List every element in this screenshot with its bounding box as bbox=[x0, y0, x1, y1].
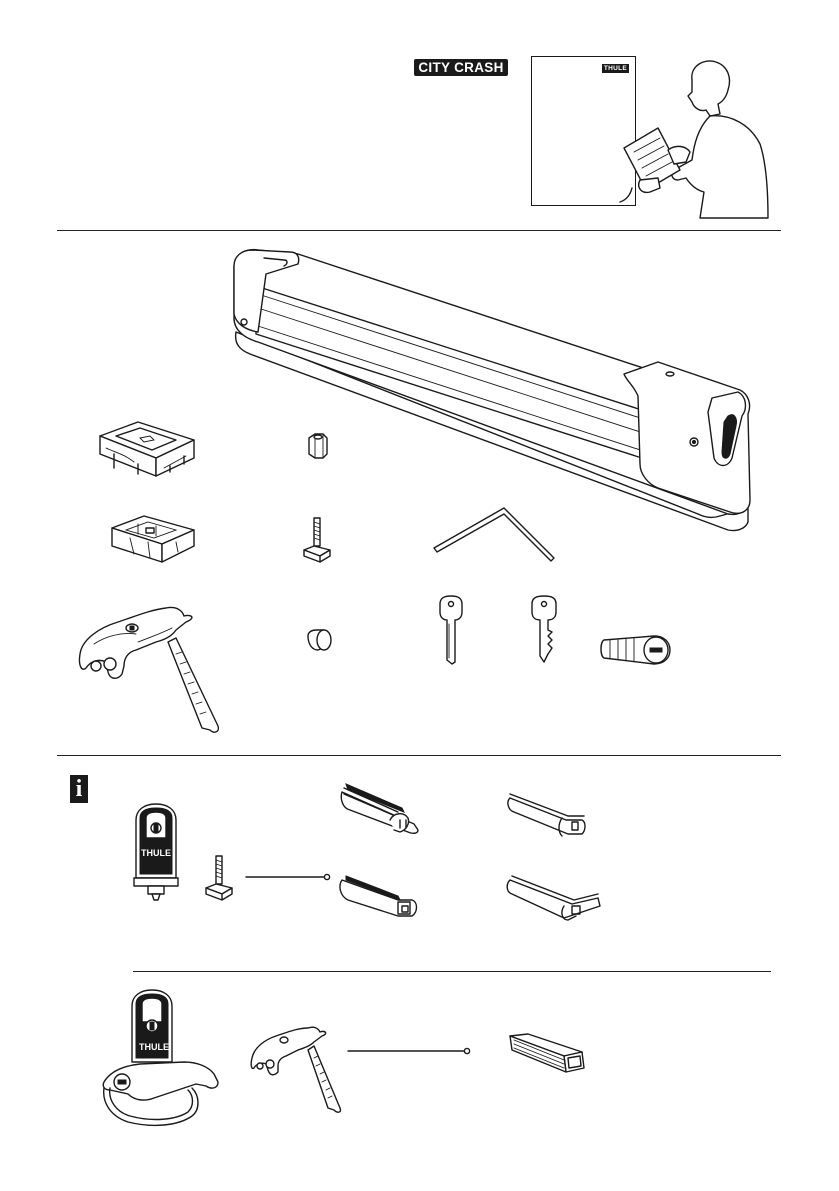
square-bar-adapter-icon: THULE bbox=[100, 990, 224, 1128]
key-icon bbox=[528, 596, 560, 666]
square-bar-profile-icon bbox=[506, 1032, 588, 1076]
square-adapter-icon bbox=[108, 512, 198, 566]
info-icon: i bbox=[70, 775, 88, 803]
ski-carrier-icon bbox=[228, 246, 756, 536]
wing-bar-profile-icon bbox=[338, 782, 422, 836]
section-divider bbox=[57, 755, 781, 756]
adapter-brand-label: THULE bbox=[139, 1042, 169, 1052]
hex-nut-icon bbox=[306, 432, 330, 460]
compatibility-connector bbox=[346, 1046, 474, 1056]
bar-clamp-icon bbox=[248, 1026, 342, 1114]
city-crash-badge: CITY CRASH bbox=[414, 59, 508, 76]
lock-cylinder-icon bbox=[598, 632, 674, 668]
end-plug-icon bbox=[304, 628, 334, 654]
adapter-brand-label: THULE bbox=[141, 848, 171, 858]
section-divider bbox=[133, 971, 771, 972]
t-bolt-icon bbox=[202, 854, 236, 900]
t-bolt-icon bbox=[300, 516, 334, 562]
t-track-adapter-icon: THULE bbox=[130, 804, 184, 902]
manual-page-curl bbox=[620, 188, 634, 202]
compatibility-connector bbox=[244, 872, 332, 882]
section-divider bbox=[57, 230, 781, 231]
mounting-block-icon bbox=[94, 418, 200, 480]
key-icon bbox=[436, 596, 466, 666]
aero-bar-profile-icon bbox=[338, 872, 422, 924]
slim-bar-profile-icon bbox=[506, 790, 590, 840]
allen-key-icon bbox=[432, 504, 558, 566]
bar-clamp-icon bbox=[76, 606, 222, 736]
flat-bar-profile-icon bbox=[506, 870, 604, 926]
